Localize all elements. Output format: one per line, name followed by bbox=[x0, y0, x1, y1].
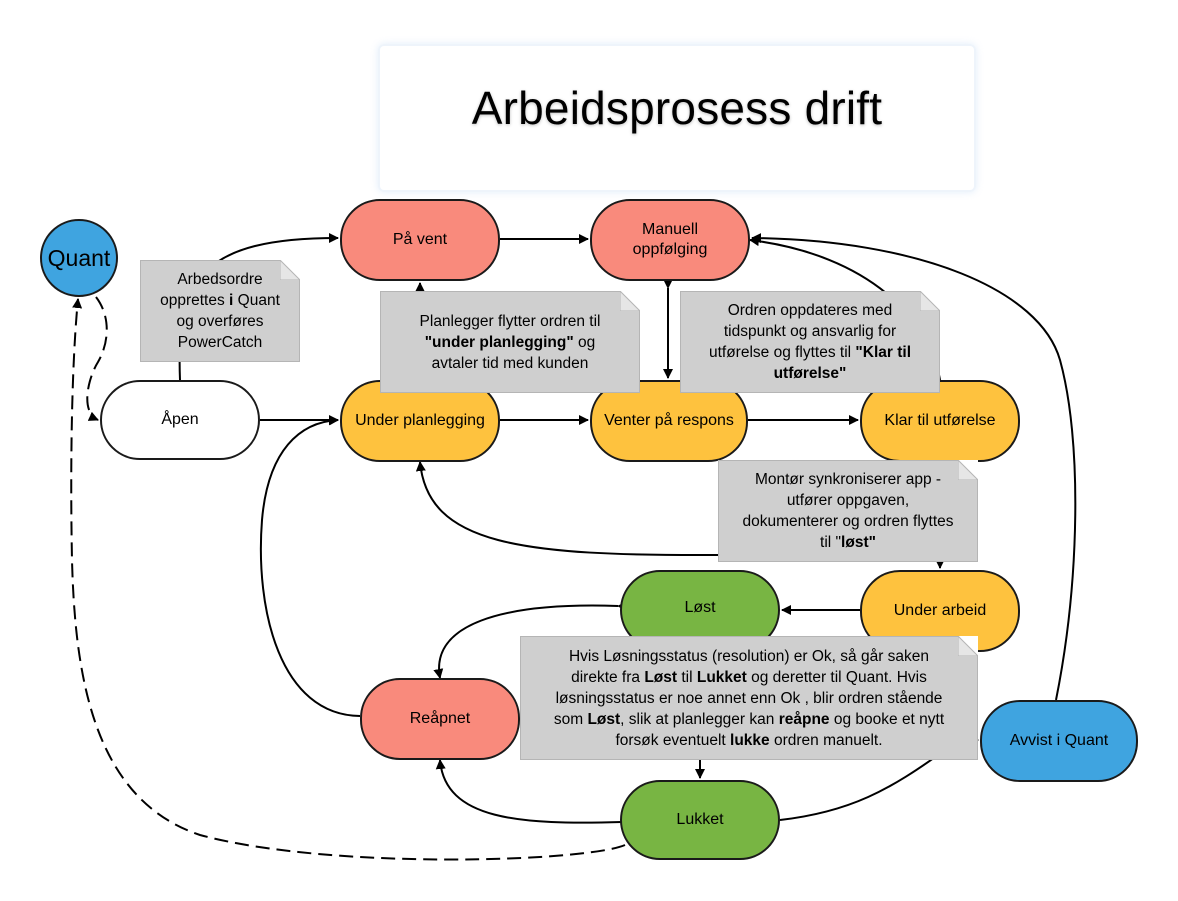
note-fold-icon bbox=[620, 291, 640, 311]
note-ordren-text: Ordren oppdateres med tidspunkt og ansva… bbox=[708, 302, 912, 382]
edge-avvist-manuell bbox=[751, 233, 1077, 701]
node-apen: Åpen bbox=[100, 380, 260, 460]
node-under-arbeid-label: Under arbeid bbox=[893, 602, 987, 619]
node-lost-label: Løst bbox=[684, 599, 716, 616]
node-reapnet: Reåpnet bbox=[360, 678, 520, 760]
note-planlegger: Planlegger flytter ordren til "under pla… bbox=[380, 291, 640, 393]
node-pa-vent: På vent bbox=[340, 199, 500, 281]
node-lukket-label: Lukket bbox=[676, 811, 724, 828]
edge-lukket-quant bbox=[70, 298, 626, 861]
edge-lost-reapnet bbox=[433, 601, 628, 679]
edge-quant-apen bbox=[86, 296, 108, 421]
note-losning-text: Hvis Løsningsstatus (resolution) er Ok, … bbox=[553, 647, 945, 749]
diagram-title: Arbeidsprosess drift bbox=[471, 82, 883, 134]
node-manuell-oppfolging: Manuell oppfølging bbox=[590, 199, 750, 281]
edge-lukket-reapnet bbox=[435, 759, 623, 824]
note-montor: Montør synkroniserer app - utfører oppga… bbox=[718, 460, 978, 562]
note-fold-icon bbox=[958, 636, 978, 656]
node-avvist-i-quant: Avvist i Quant bbox=[980, 700, 1138, 782]
note-fold-icon bbox=[958, 460, 978, 480]
node-reapnet-label: Reåpnet bbox=[409, 710, 471, 727]
note-fold-icon bbox=[280, 260, 300, 280]
node-klar-til-utforelse: Klar til utførelse bbox=[860, 380, 1020, 462]
node-pa-vent-label: På vent bbox=[392, 231, 448, 248]
note-montor-text: Montør synkroniserer app - utfører oppga… bbox=[742, 471, 954, 551]
node-venter-label: Venter på respons bbox=[604, 412, 734, 429]
title-box: Arbeidsprosess drift bbox=[378, 44, 976, 192]
note-arbeidsordre: Arbedsordre opprettes i Quant og overfør… bbox=[140, 260, 300, 362]
edge-reapnet-underplanlegging bbox=[259, 415, 361, 717]
node-quant-label: Quant bbox=[47, 244, 111, 271]
node-manuell-label: Manuell oppfølging bbox=[632, 221, 708, 258]
node-klar-label: Klar til utførelse bbox=[884, 412, 996, 429]
node-under-planlegging-label: Under planlegging bbox=[355, 412, 485, 429]
note-losning: Hvis Løsningsstatus (resolution) er Ok, … bbox=[520, 636, 978, 760]
edge-venter-underplanlegging bbox=[415, 461, 721, 557]
node-apen-label: Åpen bbox=[161, 411, 199, 428]
node-lukket: Lukket bbox=[620, 780, 780, 860]
note-ordren: Ordren oppdateres med tidspunkt og ansva… bbox=[680, 291, 940, 393]
note-fold-icon bbox=[920, 291, 940, 311]
node-avvist-label: Avvist i Quant bbox=[1009, 732, 1109, 749]
note-planlegger-text: Planlegger flytter ordren til "under pla… bbox=[419, 312, 601, 372]
note-arbeidsordre-text: Arbedsordre opprettes i Quant og overfør… bbox=[160, 271, 280, 351]
node-quant: Quant bbox=[40, 219, 118, 297]
node-venter-pa-respons: Venter på respons bbox=[590, 380, 748, 462]
